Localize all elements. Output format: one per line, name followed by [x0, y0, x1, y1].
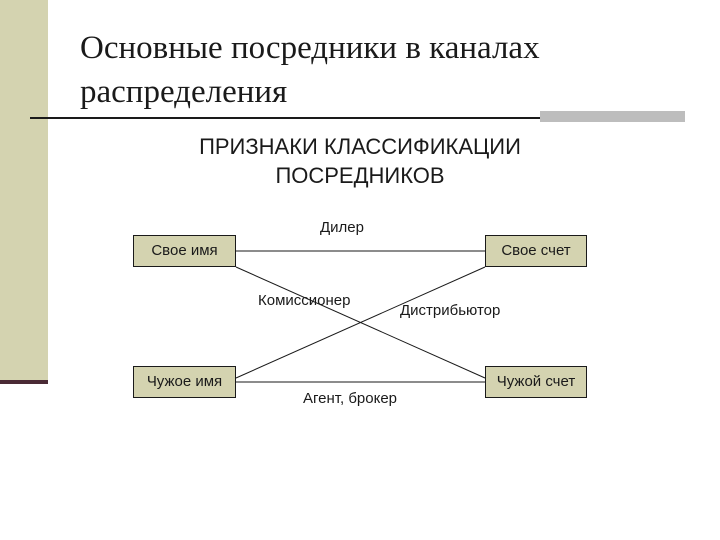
edge-distributor	[235, 266, 486, 379]
node-own-account: Свое счет	[485, 235, 587, 267]
diagram-heading: ПРИЗНАКИ КЛАССИФИКАЦИИ ПОСРЕДНИКОВ	[170, 132, 550, 190]
left-accent-bar-bottom	[0, 380, 48, 384]
slide-title-line-1: Основные посредники в каналах	[80, 30, 540, 66]
diagram-heading-line-2: ПОСРЕДНИКОВ	[275, 163, 445, 188]
edge-label-commissioner: Комиссионер	[258, 292, 351, 309]
node-own-name: Свое имя	[133, 235, 236, 267]
slide-title-line-2: распределения	[80, 74, 288, 110]
edge-label-dealer: Дилер	[320, 219, 364, 236]
node-foreign-account: Чужой счет	[485, 366, 587, 398]
edge-label-agent-broker: Агент, брокер	[303, 390, 398, 407]
left-accent-bar	[0, 0, 48, 382]
slide-title: Основные посредники в каналах распределе…	[80, 26, 540, 114]
diagram-heading-line-1: ПРИЗНАКИ КЛАССИФИКАЦИИ	[199, 134, 521, 159]
title-underline-accent	[540, 111, 685, 122]
title-underline	[30, 117, 615, 119]
edge-label-distributor: Дистрибьютор	[400, 302, 501, 319]
node-foreign-name: Чужое имя	[133, 366, 236, 398]
